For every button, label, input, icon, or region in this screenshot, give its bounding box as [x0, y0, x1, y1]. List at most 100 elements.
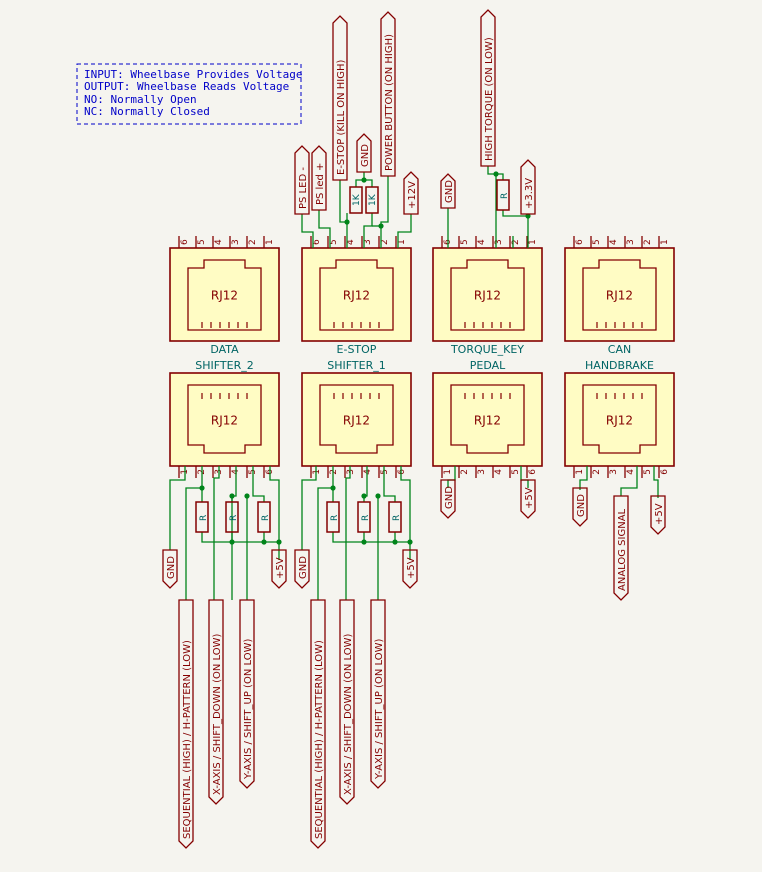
connector-pin-number: 5: [380, 469, 390, 475]
net-label-flag: [370, 599, 386, 789]
connector-label-torque_key: TORQUE_KEY: [450, 343, 524, 356]
resistor-values-layer: 1K 1K R R R R R R R: [199, 193, 510, 521]
net-label-text: GND: [576, 494, 587, 517]
wire-ps-led-plus: [318, 210, 331, 248]
net-label-text: +12V: [407, 181, 418, 209]
net-label-text: Y-AXIS / SHIFT_UP (ON LOW): [374, 639, 385, 780]
rj12-socket-outline: [450, 259, 525, 331]
junction-dot: [493, 171, 499, 177]
net-label-handbrake-gnd: GND: [572, 487, 588, 527]
connector-pin-number: 5: [643, 469, 653, 475]
connector-type-text: RJ12: [474, 289, 501, 303]
connector-pin-number: 2: [460, 469, 470, 475]
net-label-text: SEQUENTIAL (HIGH) / H-PATTERN (LOW): [314, 640, 325, 839]
net-label-text: GND: [298, 556, 309, 579]
junction-dot: [378, 223, 384, 229]
connector-pin-number: 2: [511, 239, 521, 245]
resistor-estop-a: [349, 186, 363, 214]
connector-pin-number: 1: [528, 239, 538, 245]
connector-pin-number: 5: [197, 239, 207, 245]
connector-pin-number: 4: [494, 469, 504, 475]
connector-pin-number: 4: [609, 239, 619, 245]
connector-pin-number: 6: [660, 469, 670, 475]
net-label-text: X-AXIS / SHIFT_DOWN (ON LOW): [212, 634, 223, 795]
connector-label-estop: E-STOP: [337, 343, 377, 356]
junction-dot: [392, 539, 398, 545]
rj12-socket-outline: [450, 384, 525, 454]
wire-s1-gnd: [301, 466, 317, 550]
net-label-flag: [178, 599, 194, 849]
wire-s2-5v: [269, 466, 280, 560]
connector-pin-number: 3: [363, 239, 373, 245]
net-label-estop-gnd: GND: [356, 133, 372, 173]
junctions-layer: [199, 171, 531, 545]
connector-type-text: RJ12: [606, 289, 633, 303]
net-label-shifter1-y-axis: Y-AXIS / SHIFT_UP (ON LOW): [370, 599, 386, 789]
connector-label-shifter_1: SHIFTER_1: [327, 359, 385, 372]
net-label-text: HIGH TORQUE (ON LOW): [484, 37, 495, 161]
connector-pin-number: 2: [643, 239, 653, 245]
net-label-flag: [402, 549, 418, 589]
connector-pin-number: 2: [329, 469, 339, 475]
connector-pin-number: 1: [312, 469, 322, 475]
net-label-shifter1-5v: +5V: [402, 549, 418, 589]
connector-pin-number: 4: [214, 239, 224, 245]
junction-dot: [244, 493, 250, 499]
net-label-flag: [572, 487, 588, 527]
connector-pin-number: 1: [443, 469, 453, 475]
resistors-layer: [195, 179, 510, 533]
wire-s2-sequential: [185, 466, 203, 600]
junction-dot: [229, 493, 235, 499]
net-label-shifter1-gnd: GND: [294, 549, 310, 589]
rj12-socket-outline: [582, 259, 657, 331]
connector-label-data: DATA: [210, 343, 239, 356]
resistor-s2-3-value: R: [261, 515, 271, 521]
connector-pin-number: 6: [312, 239, 322, 245]
junction-dot: [276, 539, 282, 545]
net-labels-layer: PS LED -PS led +E-STOP (KILL ON HIGH)GND…: [162, 9, 666, 849]
wire-hb-gnd: [579, 466, 588, 490]
net-label-flag: [480, 9, 496, 167]
net-label-handbrake-5v: +5V: [650, 495, 666, 535]
legend-line-nc: NC: Normally Closed: [84, 105, 210, 118]
connector-pin-number: 3: [626, 239, 636, 245]
net-label-text: POWER BUTTON (ON HIGH): [384, 34, 395, 171]
wire-gnd-r2-top: [364, 179, 373, 187]
connector-type-text: RJ12: [343, 414, 370, 428]
connector-label-pedal: PEDAL: [470, 359, 506, 372]
net-label-plus-3v3: +3.3V: [520, 159, 536, 215]
net-label-flag: [339, 599, 355, 805]
connector-pin-number: 5: [592, 239, 602, 245]
net-label-flag: [311, 145, 327, 211]
resistor-s2-3: [257, 501, 271, 533]
connector-pin-number: 3: [346, 469, 356, 475]
net-label-flag: [294, 549, 310, 589]
junction-dot: [261, 539, 267, 545]
net-label-text: +3.3V: [524, 178, 535, 209]
resistor-estop-b: [365, 186, 379, 214]
net-label-text: GND: [360, 144, 371, 167]
net-label-shifter1-sequential: SEQUENTIAL (HIGH) / H-PATTERN (LOW): [310, 599, 326, 849]
net-label-ps-led-minus: PS LED -: [294, 145, 310, 215]
connector-type-text: RJ12: [474, 414, 501, 428]
net-label-flag: [613, 495, 629, 601]
net-label-x-axis: X-AXIS / SHIFT_DOWN (ON LOW): [208, 599, 224, 805]
connector-pin-number: 2: [380, 239, 390, 245]
net-label-text: Y-AXIS / SHIFT_UP (ON LOW): [243, 639, 254, 780]
rj12-socket-outline: [187, 259, 262, 331]
net-label-text: PS LED -: [298, 167, 309, 209]
net-label-shifter1-x-axis: X-AXIS / SHIFT_DOWN (ON LOW): [339, 599, 355, 805]
net-label-flag: [440, 479, 456, 519]
wire-s1-r3-top: [383, 466, 396, 502]
resistor-s1-1-value: R: [330, 515, 340, 521]
connector-pin-number: 6: [528, 469, 538, 475]
connector-pin-number: 6: [575, 239, 585, 245]
net-label-flag: [520, 159, 536, 215]
connector-label-shifter_2: SHIFTER_2: [195, 359, 253, 372]
wire-s2-r3-top: [252, 466, 265, 502]
legend-note-frame: [76, 63, 302, 125]
connector-type-text: RJ12: [211, 414, 238, 428]
